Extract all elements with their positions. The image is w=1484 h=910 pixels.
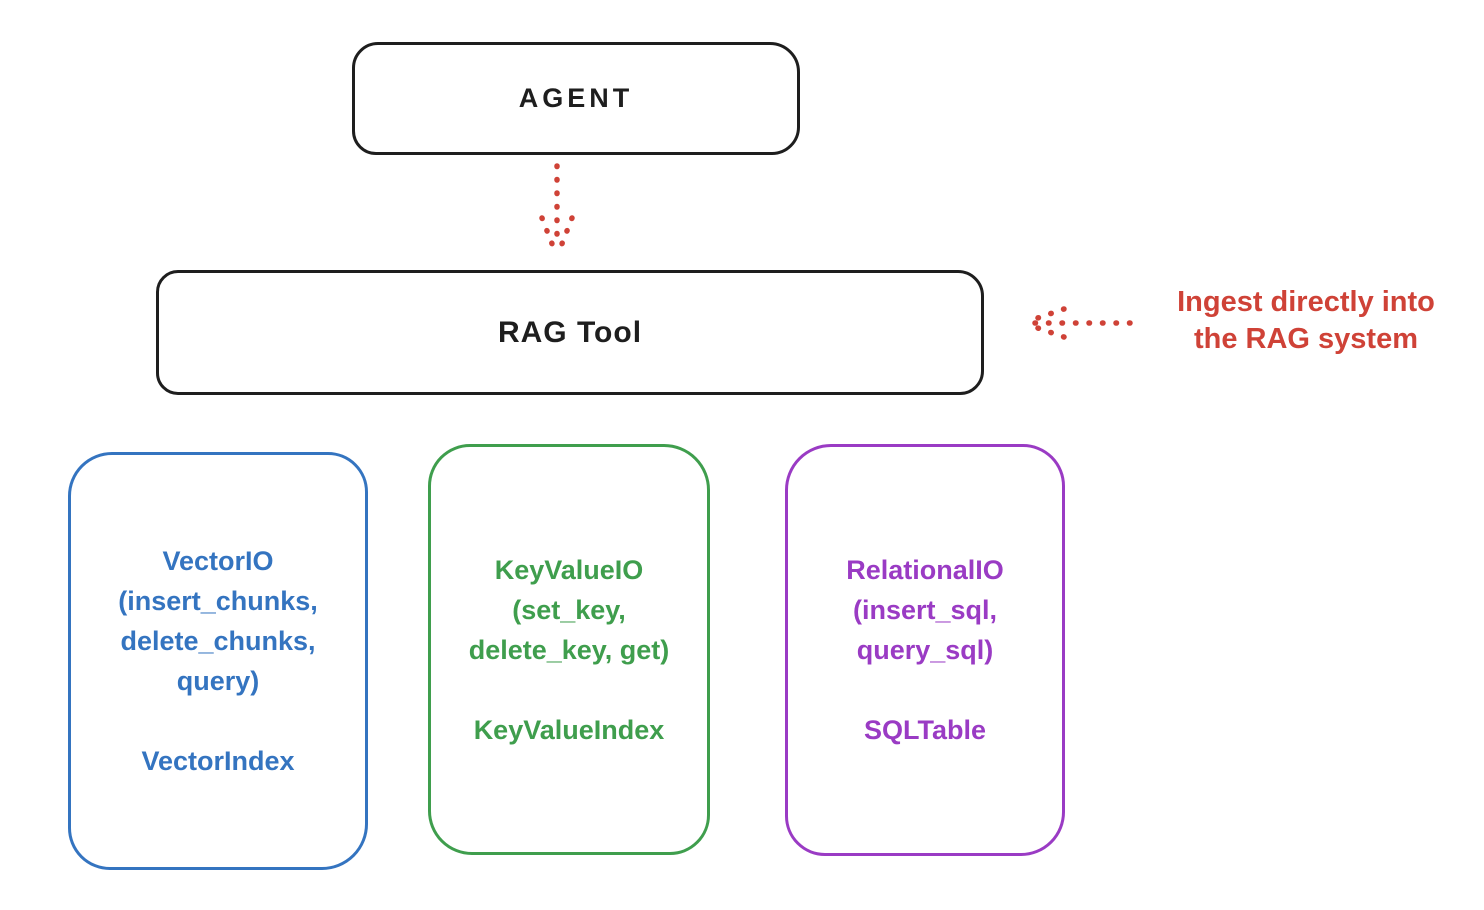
keyvalue-io-line: (set_key,: [512, 594, 626, 625]
vector-io-box: VectorIO (insert_chunks, delete_chunks, …: [68, 452, 368, 870]
down-dotted-arrow-icon: [539, 163, 575, 257]
vector-io-line: VectorIO: [162, 546, 274, 576]
keyvalue-io-line: delete_key, get): [468, 634, 670, 665]
vector-io-line: delete_chunks,: [120, 626, 316, 656]
annotation-line-1: Ingest directly into: [1177, 286, 1435, 318]
agent-box: AGENT: [352, 42, 800, 155]
agent-label: AGENT: [518, 83, 634, 113]
keyvalue-index-label: KeyValueIndex: [473, 714, 665, 745]
annotation-line-2: the RAG system: [1193, 323, 1418, 355]
rag-tool-box: RAG Tool: [156, 270, 984, 395]
rag-tool-label: RAG Tool: [497, 315, 643, 349]
vector-index-label: VectorIndex: [141, 746, 295, 776]
vector-io-line: query): [176, 666, 260, 696]
keyvalue-io-box: KeyValueIO (set_key, delete_key, get) Ke…: [428, 444, 710, 855]
sql-table-label: SQLTable: [863, 715, 986, 745]
relational-io-line: query_sql): [856, 635, 994, 665]
vector-io-line: (insert_chunks,: [118, 586, 318, 616]
relational-io-box: RelationalIO (insert_sql, query_sql) SQL…: [785, 444, 1065, 856]
relational-io-line: (insert_sql,: [852, 595, 998, 625]
relational-io-line: RelationalIO: [846, 555, 1004, 585]
keyvalue-io-line: KeyValueIO: [494, 554, 644, 585]
ingest-annotation: Ingest directly into the RAG system: [1128, 284, 1484, 358]
left-dotted-arrow-icon: [1023, 306, 1133, 340]
